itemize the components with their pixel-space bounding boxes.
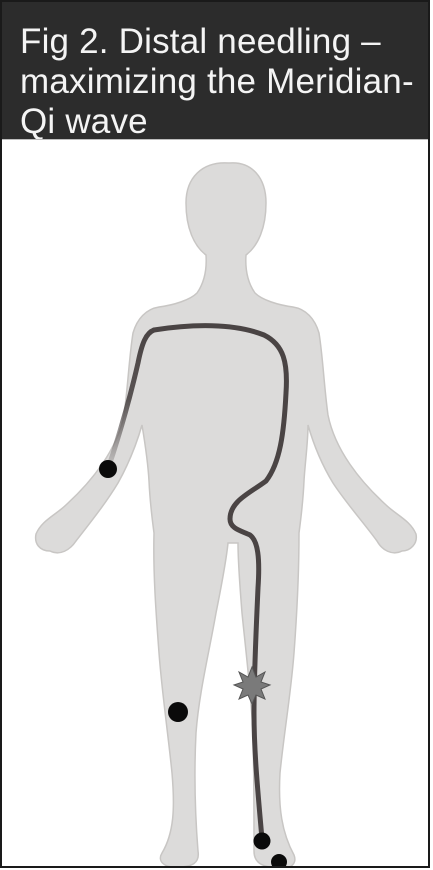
needle-point-wrist [99,460,117,478]
diagram-area [2,139,428,868]
figure-title-line-1: Fig 2. Distal needling – [20,22,414,62]
lesion-marker [234,667,270,704]
needle-point-ankle [254,833,271,850]
figure-title-line-3: Qi wave [20,102,414,142]
needle-point-left-knee [168,702,188,722]
figure-title-bar: Fig 2. Distal needling – maximizing the … [2,2,428,139]
body-diagram [2,140,428,868]
body-silhouette [36,163,417,868]
figure-title-line-2: maximizing the Meridian- [20,62,414,102]
